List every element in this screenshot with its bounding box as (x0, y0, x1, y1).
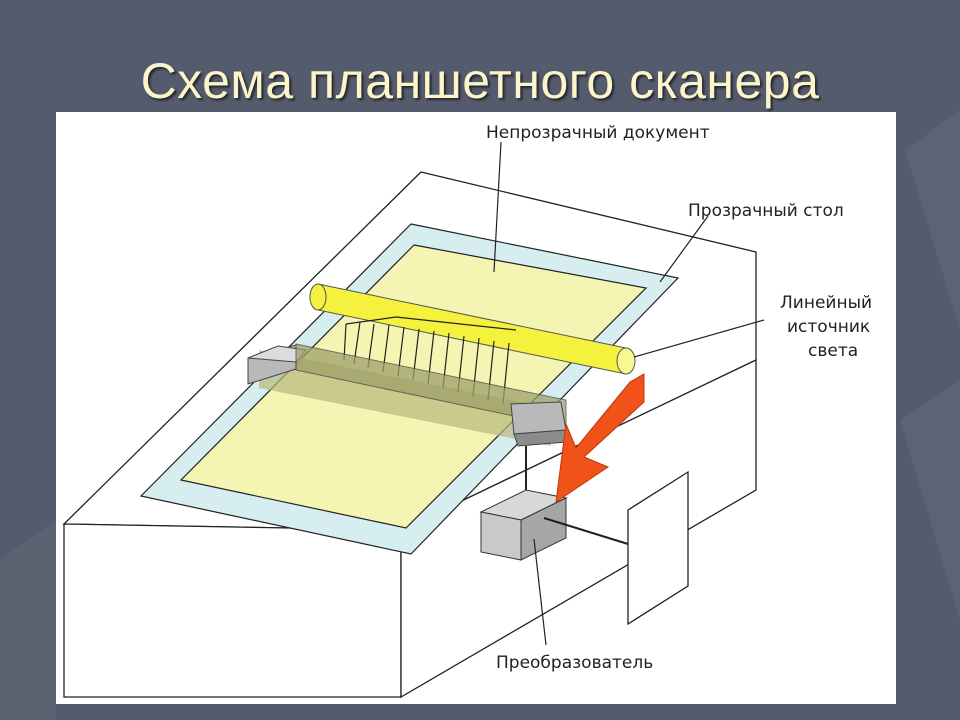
scanner-front-face (63, 523, 402, 698)
leader-lines (493, 141, 765, 646)
label-opaque-document: Непрозрачный документ (486, 123, 710, 143)
label-light-source-line2: источник (787, 317, 870, 337)
converter-to-screen-wire (543, 517, 629, 545)
label-light-source-line1: Линейный (780, 293, 872, 313)
converter-box (479, 489, 568, 561)
flatbed-scanner-diagram: Непрозрачный документ Прозрачный стол Ли… (62, 123, 872, 699)
linear-light-source (309, 283, 636, 375)
label-converter: Преобразователь (496, 653, 653, 673)
output-screen (627, 470, 689, 626)
scan-direction-arrow (555, 373, 645, 504)
slide-title: Схема планшетного сканера (140, 53, 820, 109)
diagram-panel: Непрозрачный документ Прозрачный стол Ли… (56, 112, 896, 704)
label-light-source-line3: света (808, 341, 858, 361)
sensor-bar (247, 343, 567, 447)
label-transparent-table: Прозрачный стол (688, 201, 844, 221)
